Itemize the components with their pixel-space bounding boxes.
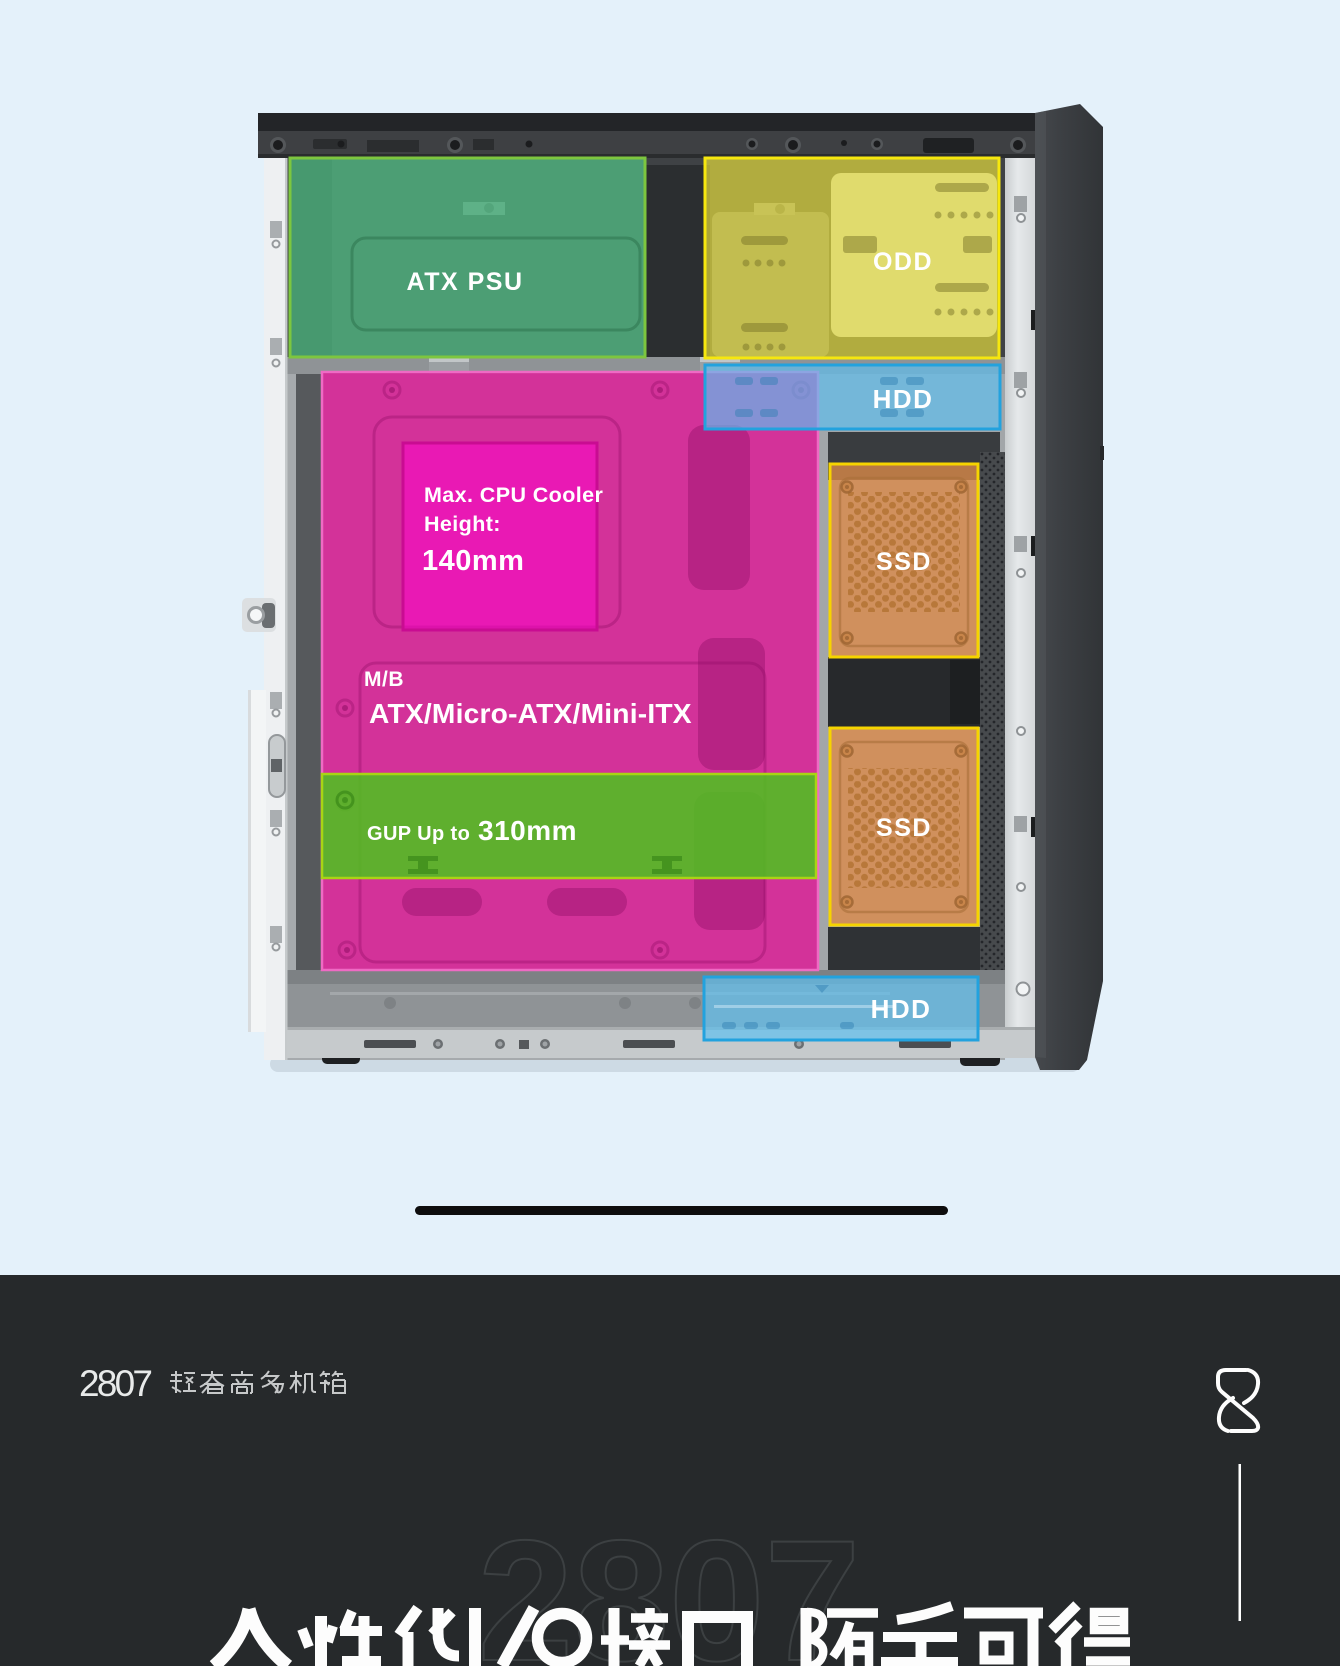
svg-text:140mm: 140mm: [422, 545, 524, 577]
svg-text:GUP Up to: GUP Up to: [367, 823, 470, 845]
svg-text:ATX PSU: ATX PSU: [407, 268, 524, 296]
svg-text:310mm: 310mm: [478, 815, 577, 846]
svg-text:2807: 2807: [79, 1363, 154, 1404]
svg-text:SSD: SSD: [876, 814, 932, 842]
svg-text:Height:: Height:: [424, 512, 501, 536]
svg-text:ODD: ODD: [873, 248, 933, 276]
svg-text:ATX/Micro-ATX/Mini-ITX: ATX/Micro-ATX/Mini-ITX: [369, 697, 692, 729]
svg-text:M/B: M/B: [364, 668, 404, 691]
svg-text:HDD: HDD: [873, 384, 934, 414]
svg-text:SSD: SSD: [876, 548, 932, 576]
svg-text:HDD: HDD: [871, 994, 932, 1024]
svg-text:Max. CPU Cooler: Max. CPU Cooler: [424, 483, 603, 507]
